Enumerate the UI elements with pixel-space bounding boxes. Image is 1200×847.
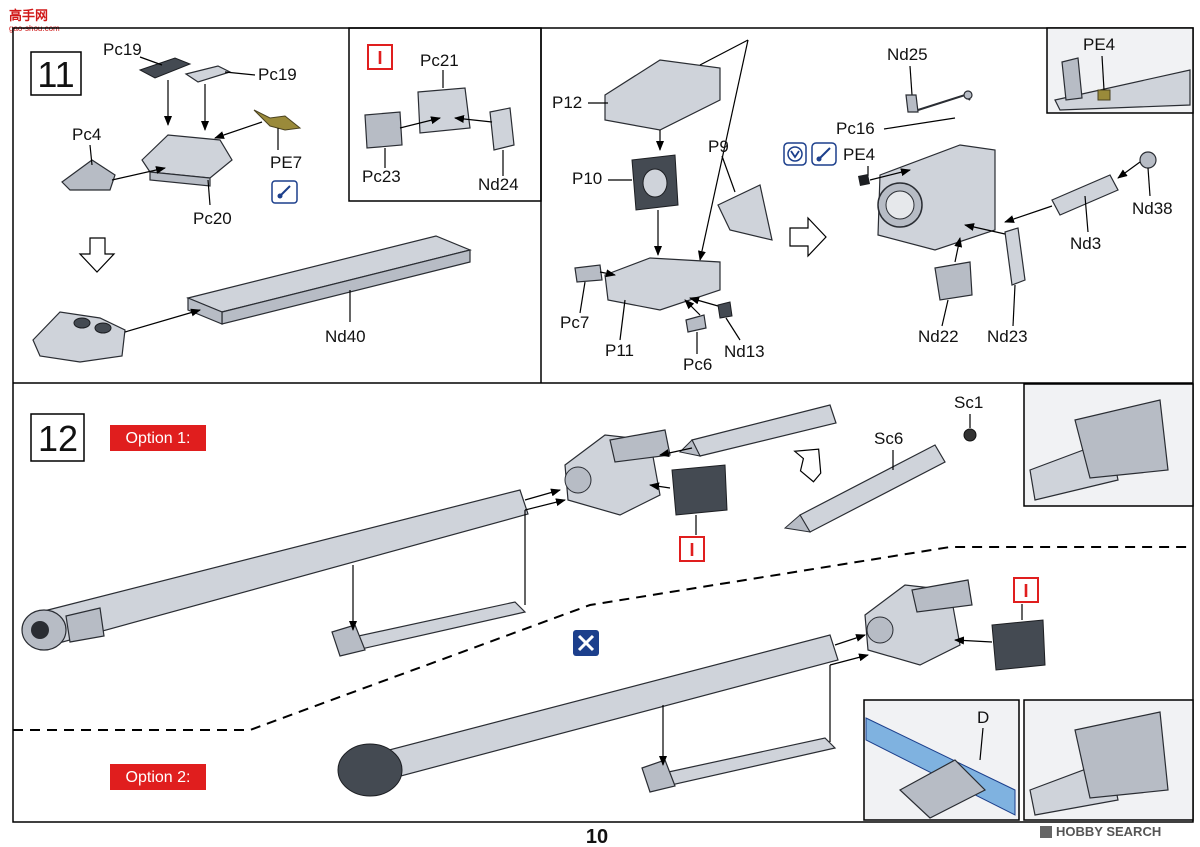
label-pc20: Pc20 bbox=[193, 209, 232, 228]
label-pc6: Pc6 bbox=[683, 355, 712, 374]
info-mark-11 bbox=[367, 44, 393, 70]
pc20-part bbox=[141, 134, 233, 179]
step-12: 12 Option 1: Option 2: I bbox=[13, 383, 1194, 821]
nd23-part bbox=[1004, 227, 1026, 286]
label-p9: P9 bbox=[708, 137, 729, 156]
nd13-part bbox=[717, 301, 733, 319]
label-nd23: Nd23 bbox=[987, 327, 1028, 346]
option-2-label: Option 2: bbox=[126, 769, 191, 786]
watermark-icon bbox=[1040, 826, 1052, 838]
label-pe4: PE4 bbox=[843, 145, 875, 164]
label-nd25: Nd25 bbox=[887, 45, 928, 64]
info-mark-12-a bbox=[679, 536, 705, 562]
watermark-text: HOBBY SEARCH bbox=[1056, 824, 1161, 839]
label-p12: P12 bbox=[552, 93, 582, 112]
label-pc19-a: Pc19 bbox=[103, 40, 142, 59]
nd25-part bbox=[905, 94, 919, 113]
watermark: HOBBY SEARCH bbox=[1040, 824, 1161, 839]
step-11: 11 Pc19 Pc19 Pc20 Pc4 PE7 Nd40 bbox=[30, 27, 1194, 374]
option-1-label: Option 1: bbox=[126, 430, 191, 447]
step-11-box bbox=[30, 51, 82, 96]
muzzle-brake-option-2 bbox=[337, 743, 403, 797]
option-divider bbox=[13, 546, 1193, 731]
pe4-part bbox=[858, 174, 870, 186]
p9-part bbox=[717, 184, 773, 241]
label-nd3: Nd3 bbox=[1070, 234, 1101, 253]
block-option-2 bbox=[991, 619, 1046, 671]
label-pc4: Pc4 bbox=[72, 125, 101, 144]
pc7-part bbox=[574, 264, 603, 283]
label-pc21: Pc21 bbox=[420, 51, 459, 70]
label-sc6: Sc6 bbox=[874, 429, 903, 448]
nd40-part bbox=[186, 235, 472, 313]
pc6-part bbox=[685, 314, 707, 333]
label-d: D bbox=[977, 708, 989, 727]
sc1-part bbox=[963, 428, 977, 442]
down-arrow-icon bbox=[78, 237, 116, 273]
label-p10: P10 bbox=[572, 169, 602, 188]
label-nd22: Nd22 bbox=[918, 327, 959, 346]
label-pc7: Pc7 bbox=[560, 313, 589, 332]
rail-option-2 bbox=[649, 737, 837, 789]
pc23-part bbox=[364, 111, 403, 149]
site-logo: 高手网 gao-shou.com bbox=[9, 8, 60, 33]
block-option-1 bbox=[671, 464, 728, 516]
pc21-part bbox=[417, 87, 471, 134]
nd24-part bbox=[489, 107, 515, 151]
label-pe4-inset: PE4 bbox=[1083, 35, 1115, 54]
logo-text: 高手网 bbox=[9, 8, 48, 23]
info-mark-12-a-text: I bbox=[689, 540, 694, 560]
pe7-part bbox=[253, 109, 302, 131]
pc4-part bbox=[61, 159, 116, 191]
p12-part bbox=[604, 59, 721, 131]
rail-option-1 bbox=[339, 601, 527, 653]
label-nd13: Nd13 bbox=[724, 342, 765, 361]
label-pc19-b: Pc19 bbox=[258, 65, 297, 84]
label-p11: P11 bbox=[605, 341, 634, 360]
label-nd24: Nd24 bbox=[478, 175, 519, 194]
sc6-part bbox=[799, 444, 946, 533]
nd22-part bbox=[934, 261, 973, 301]
pc19-part-b bbox=[184, 65, 232, 83]
pc19-part-a bbox=[138, 57, 192, 79]
step-12-number: 12 bbox=[38, 418, 78, 459]
option-2-badge bbox=[110, 764, 206, 790]
step-12-box bbox=[30, 413, 85, 462]
right-arrow-icon bbox=[789, 216, 827, 258]
nd38-part bbox=[1139, 151, 1157, 169]
label-pe7: PE7 bbox=[270, 153, 302, 172]
up-left-arrow-icon bbox=[793, 448, 822, 483]
info-mark-11-text: I bbox=[377, 48, 382, 68]
info-mark-12-b-text: I bbox=[1023, 581, 1028, 601]
step-11-number: 11 bbox=[37, 54, 74, 95]
nd3-part bbox=[1051, 174, 1119, 216]
shell-option-1 bbox=[691, 404, 837, 457]
label-pc23: Pc23 bbox=[362, 167, 401, 186]
label-sc1: Sc1 bbox=[954, 393, 983, 412]
label-pc16: Pc16 bbox=[836, 119, 875, 138]
label-nd38: Nd38 bbox=[1132, 199, 1173, 218]
info-mark-12-b bbox=[1013, 577, 1039, 603]
flip-icon bbox=[783, 142, 807, 166]
option-1-badge bbox=[110, 425, 206, 451]
label-nd40: Nd40 bbox=[325, 327, 366, 346]
page-number: 10 bbox=[586, 826, 608, 847]
